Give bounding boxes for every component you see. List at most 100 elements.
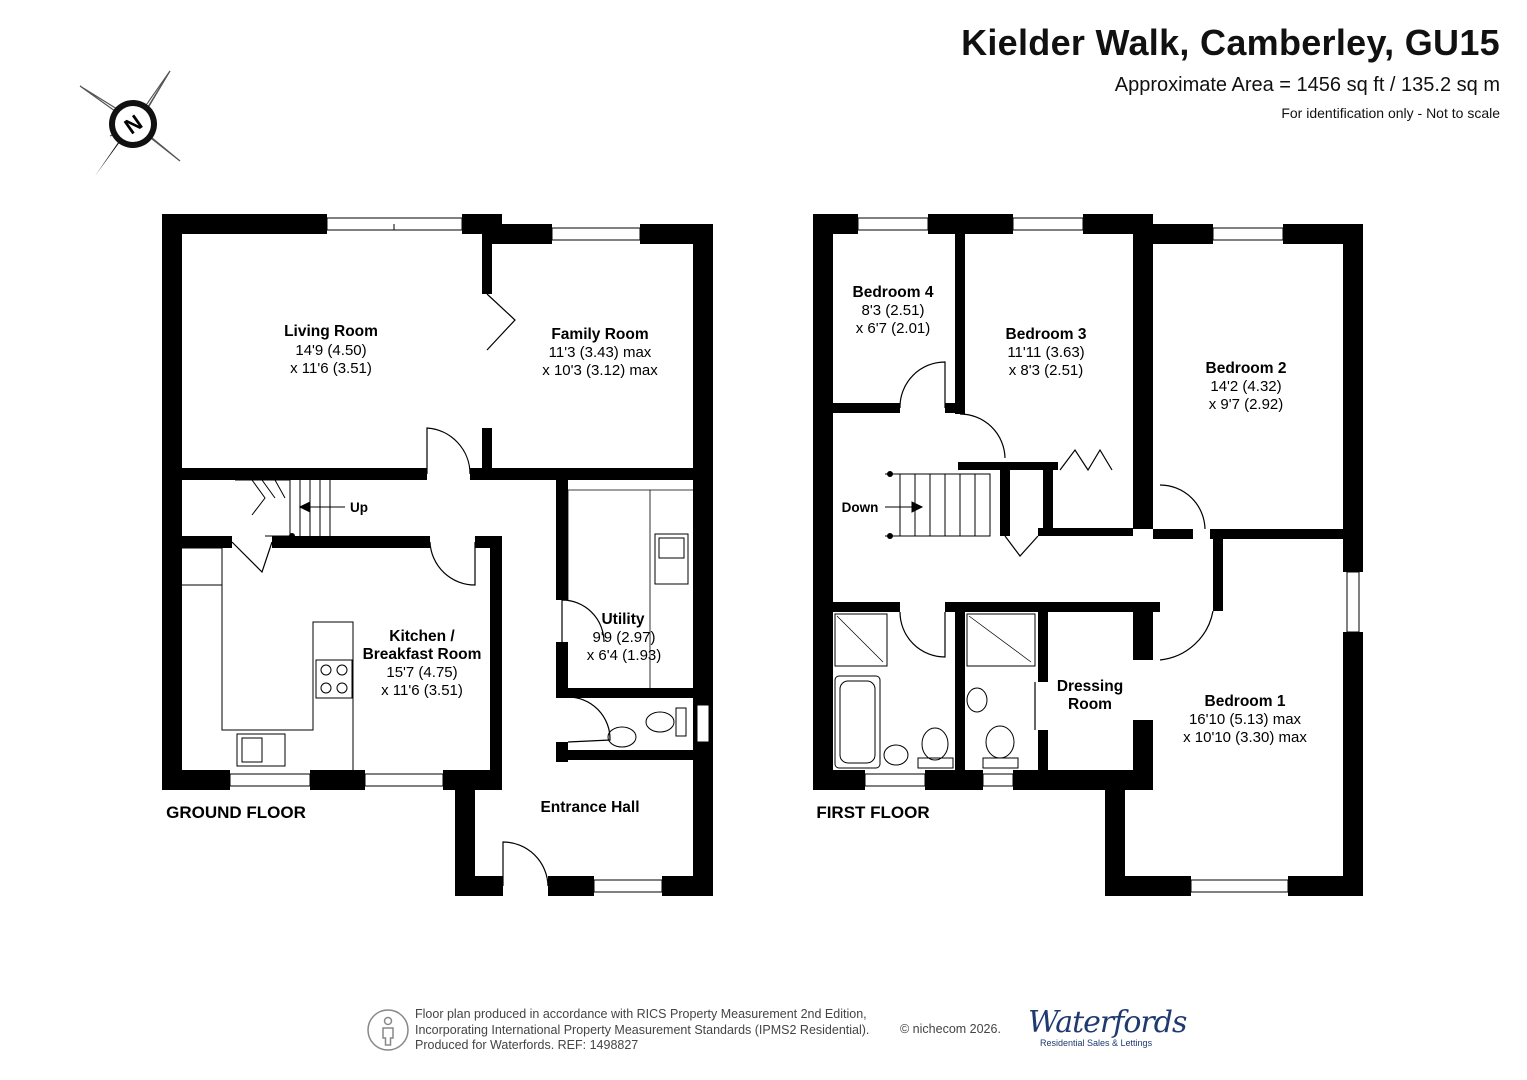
gf-wall-mid-a [182, 468, 427, 480]
ff-wall-bed1-west-a [1133, 612, 1153, 660]
room-dim: x 11'6 (3.51) [290, 360, 372, 377]
ensuite-shower-icon [966, 613, 1036, 667]
ff-wall-bed1-south-b [1288, 876, 1363, 896]
room-name-bed3: Bedroom 3 [1006, 326, 1087, 343]
ff-door-bed2 [1159, 484, 1206, 530]
room-dim: 16'10 (5.13) max [1189, 711, 1302, 728]
ff-stairs [885, 473, 991, 537]
room-name-bed4: Bedroom 4 [853, 284, 934, 301]
gf-wall-east [693, 224, 713, 896]
ff-wall-dressing-a [1038, 612, 1048, 682]
ff-door-bed4 [899, 361, 946, 409]
ff-wall-south-c [1013, 770, 1133, 790]
ff-door-wardrobe [1059, 448, 1113, 472]
stairs-down-label: Down [842, 500, 879, 515]
ff-window-bath [864, 773, 926, 787]
ff-wall-cupboard-c [1038, 528, 1133, 536]
page-title: Kielder Walk, Camberley, GU15 [961, 22, 1500, 63]
ff-wall-south-a [813, 770, 865, 790]
utility-sink-icon [654, 533, 689, 585]
ff-wall-bed2-south-b [1210, 529, 1363, 539]
ff-wall-bed1-sw [1105, 790, 1125, 896]
gf-window-hall [593, 879, 663, 893]
gf-wall-mid-b [470, 468, 693, 480]
ff-wall-ensuite-west [955, 612, 965, 790]
ff-wall-dressing-b [1038, 730, 1048, 790]
gf-wall-north-a [162, 214, 327, 234]
shower-tray-icon [834, 613, 888, 667]
ff-wall-cupboard-a [1043, 470, 1053, 536]
ff-wall-bed2-south-a [1153, 529, 1193, 539]
gf-door-kitchen [429, 541, 476, 586]
gf-wall-family-stub2 [482, 428, 492, 468]
ff-wall-west [813, 214, 833, 790]
gf-wall-south-b [310, 770, 365, 790]
room-name-bed1: Bedroom 1 [1205, 693, 1286, 710]
gf-wall-hall-south-c [662, 876, 713, 896]
room-name-dressing-2: Room [1068, 696, 1112, 713]
room-dim: 11'3 (3.43) max [549, 344, 652, 361]
footer-line: Produced for Waterfords. REF: 1498827 [415, 1038, 639, 1052]
ff-wall-bed3-south [958, 462, 1058, 470]
room-dim: 11'11 (3.63) [1007, 344, 1084, 361]
gf-wall-utility-west2 [556, 642, 568, 697]
disclaimer-note: For identification only - Not to scale [1281, 105, 1500, 121]
ff-window-bed1-south [1190, 879, 1289, 893]
gf-wall-kitchen-a [182, 536, 232, 548]
ff-toilet-icon [921, 727, 949, 761]
footer-line: Incorporating International Property Mea… [415, 1022, 870, 1037]
room-dim: 9'9 (2.97) [593, 629, 656, 646]
gf-door-front [502, 841, 549, 887]
ff-wall-north-b [928, 214, 1013, 234]
floor-plan: Living Room 14'9 (4.50) x 11'6 (3.51) Fa… [162, 214, 1363, 896]
gf-window-wc [696, 704, 710, 743]
stairs-up-label: Up [350, 500, 368, 515]
gf-wall-west [162, 214, 182, 790]
gf-stairs [235, 479, 331, 537]
approximate-area: Approximate Area = 1456 sq ft / 135.2 sq… [1114, 74, 1500, 96]
ff-window-bed2 [1212, 227, 1284, 241]
room-dim: x 11'6 (3.51) [381, 682, 463, 699]
gf-door-bifold [486, 293, 516, 351]
gf-wall-utility-south [556, 688, 693, 698]
room-dim: x 10'3 (3.12) max [542, 362, 658, 379]
room-name-kitchen: Kitchen / [389, 628, 455, 645]
ensuite-basin-icon [966, 687, 988, 713]
ff-wall-bath-north [833, 602, 900, 612]
footer-disclaimer: Floor plan produced in accordance with R… [415, 1007, 869, 1054]
room-dim: x 10'10 (3.30) max [1183, 729, 1307, 746]
ff-wall-bed1-west-b [1133, 720, 1153, 790]
first-floor-label: FIRST FLOOR [816, 803, 929, 822]
kitchen-sink-icon [236, 733, 286, 767]
ff-window-ensuite [982, 773, 1014, 787]
gf-wall-north-c [482, 224, 552, 244]
gf-wall-hall-south-b [548, 876, 594, 896]
room-dim: 15'7 (4.75) [386, 664, 457, 681]
room-dim: 14'9 (4.50) [295, 342, 366, 359]
person-icon [367, 1009, 409, 1051]
room-dim: x 9'7 (2.92) [1209, 396, 1284, 413]
gf-wall-kitchen-b [272, 536, 430, 548]
wc-basin-icon [607, 726, 637, 748]
ff-wall-bath-north-b [945, 602, 1160, 612]
ff-wall-east-b [1343, 632, 1363, 896]
gf-door-living [426, 427, 471, 475]
ff-wall-south-b [925, 770, 983, 790]
gf-toilet-icon [645, 711, 675, 733]
ff-wall-north-a [813, 214, 858, 234]
hob-icon [315, 659, 353, 699]
ensuite-toilet-icon [985, 725, 1015, 759]
room-name-bed2: Bedroom 2 [1206, 360, 1287, 377]
brand-logo: Waterfords Residential Sales & Lettings [1028, 1005, 1187, 1048]
compass-icon: N [79, 70, 181, 176]
brand-tagline: Residential Sales & Lettings [1040, 1038, 1153, 1048]
gf-wall-kitchen-east [490, 536, 502, 790]
gf-kitchen-island [221, 585, 354, 770]
gf-wall-utility-west [556, 480, 568, 600]
room-name-family: Family Room [551, 326, 648, 343]
copyright: © nichecom 2026. [900, 1022, 1001, 1036]
room-dim: 14'2 (4.32) [1210, 378, 1281, 395]
gf-window-kitchen-b [364, 773, 444, 787]
gf-door-utility [561, 599, 605, 643]
bath-basin-icon [883, 744, 909, 766]
